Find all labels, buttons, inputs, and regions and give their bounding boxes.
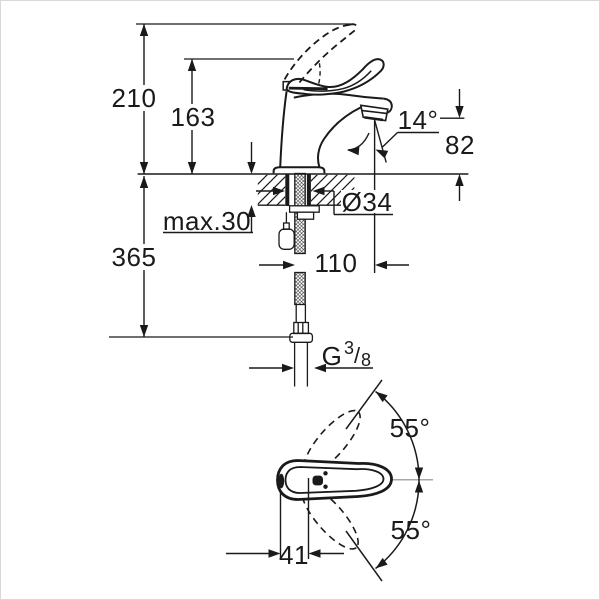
dim-shank-diameter: [256, 186, 335, 215]
raised-lever-hidden-line: [317, 63, 321, 85]
hose-collar: [293, 321, 310, 335]
label-spout-height: 82: [442, 130, 478, 160]
arc-arrow-bottom: [375, 557, 388, 569]
dim-text-110: 110: [315, 248, 358, 278]
label-supply-offset: 110: [313, 248, 359, 278]
dim-text-d34: Ø34: [342, 187, 393, 217]
spout-angle-leader: [382, 131, 439, 148]
labels: 210 163 365 max.30 Ø34 110 82 14°: [108, 83, 478, 570]
label-counter-thickness: max.30: [163, 206, 251, 236]
mounting-nut-step: [296, 211, 315, 220]
dim-supply-offset: [259, 260, 409, 270]
label-thread-size: G 3 / 8: [322, 338, 371, 371]
shank-wall-right: [306, 174, 311, 206]
label-spout-angle: 14°: [397, 105, 440, 135]
spout-tip: [383, 97, 393, 114]
raised-lever-upper-edge: [298, 27, 358, 83]
label-overall-height: 210: [108, 83, 160, 113]
arc-arrow-mid-upper: [414, 467, 424, 480]
cartridge-marker: [312, 475, 323, 486]
dim-text-41: 41: [279, 540, 309, 570]
swivel-radial-lower: [345, 530, 383, 582]
lever-dot-lower: [323, 484, 328, 489]
angle-arrowhead: [375, 149, 389, 159]
label-swivel-lower: 55°: [391, 515, 432, 545]
hose-braid-lower: [294, 271, 306, 306]
label-handle-height: 163: [167, 102, 219, 132]
extension-lines: [109, 23, 465, 338]
shank-and-hose: [278, 172, 320, 387]
swing-arc-arrowhead: [347, 146, 360, 156]
body-left-edge: [279, 91, 288, 168]
swivel-radial-upper: [345, 379, 383, 430]
lever-top-outline: [276, 459, 393, 501]
raised-lever-lower-edge: [283, 24, 350, 80]
dim-text-365: 365: [112, 242, 157, 272]
dim-text-14deg: 14°: [398, 105, 439, 135]
lever-dot-upper: [323, 471, 328, 476]
dim-text-max30: max.30: [163, 206, 251, 236]
faucet-body: [272, 23, 393, 174]
raised-lever-tip: [349, 23, 359, 29]
lever-raised-dashed: [283, 23, 359, 85]
lever-gap-shadow: [288, 86, 328, 91]
dim-thread-size: [249, 363, 373, 373]
body-right-edge: [317, 106, 362, 168]
label-lever-offset: 41: [279, 540, 309, 570]
lever-inner-line: [303, 70, 372, 92]
lever-end-cap: [282, 80, 290, 91]
hose-union-nut: [289, 332, 314, 343]
label-shank-diameter: Ø34: [334, 187, 393, 217]
label-below-counter-depth: 365: [108, 242, 160, 272]
base-plate: [272, 166, 326, 174]
dim-text-55-upper: 55°: [390, 413, 431, 443]
top-view: [226, 379, 433, 582]
thread-slash: /: [354, 343, 361, 368]
thread-letter: G: [322, 341, 343, 371]
shank-wall-left: [285, 174, 290, 206]
dim-text-82: 82: [445, 130, 475, 160]
thread-denominator: 8: [361, 350, 371, 370]
aerator-face: [364, 116, 384, 122]
lever-front-marker: [278, 473, 285, 489]
aerator-outline: [359, 104, 389, 122]
mounting-flange: [288, 205, 320, 213]
weight-body: [278, 228, 295, 250]
dim-spout-height: [455, 89, 464, 201]
label-swivel-upper: 55°: [390, 413, 431, 443]
dim-lever-offset: [226, 478, 344, 559]
lever-outline: [285, 58, 385, 96]
thread-numerator: 3: [344, 338, 354, 358]
dim-counter-thickness: [163, 142, 256, 234]
arc-arrow-top: [375, 391, 388, 403]
dim-text-210: 210: [112, 83, 157, 113]
aerator: [359, 104, 389, 122]
arc-arrow-mid-lower: [414, 480, 424, 493]
dim-text-55-lower: 55°: [391, 515, 432, 545]
lever-top-inner-outline: [284, 466, 385, 494]
aerator-inner-line: [362, 109, 387, 115]
dim-text-163: 163: [171, 102, 216, 132]
